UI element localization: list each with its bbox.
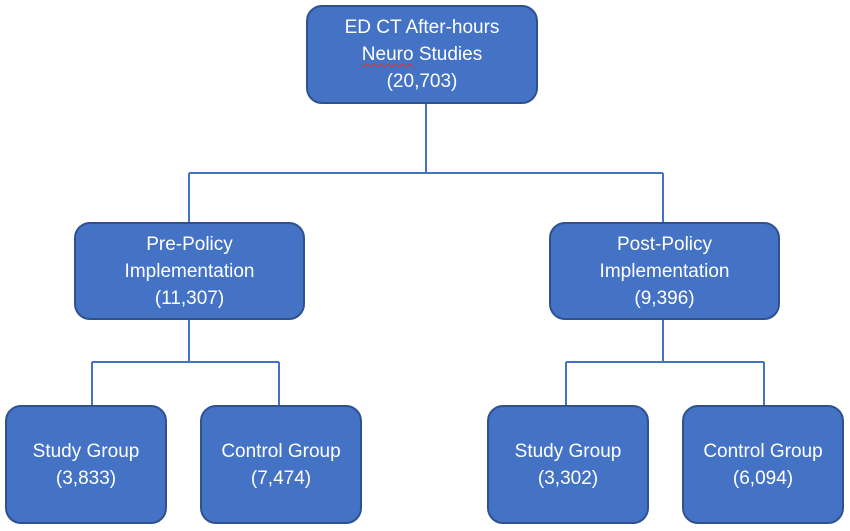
pre-study-group-node: Study Group (3,833) (5, 405, 167, 524)
pre-policy-count: (11,307) (154, 287, 225, 309)
post-policy-node: Post-Policy Implementation (9,396) (549, 222, 780, 320)
root-node: ED CT After-hours Neuro Studies (20,703) (306, 5, 538, 104)
root-node-word-neuro: Neuro (361, 44, 414, 65)
pre-control-group-node: Control Group (7,474) (200, 405, 362, 524)
pre-policy-line1: Pre-Policy (146, 233, 233, 255)
pre-study-group-label: Study Group (32, 440, 140, 462)
root-node-line2: Neuro Studies (362, 41, 482, 68)
post-control-group-count: (6,094) (732, 467, 794, 489)
post-control-group-label: Control Group (703, 440, 823, 462)
root-node-line1: ED CT After-hours (344, 17, 500, 38)
post-control-group-node: Control Group (6,094) (682, 405, 844, 524)
pre-policy-node: Pre-Policy Implementation (11,307) (74, 222, 305, 320)
root-node-word-studies: Studies (418, 44, 483, 65)
post-study-group-count: (3,302) (537, 467, 599, 489)
post-study-group-node: Study Group (3,302) (487, 405, 649, 524)
post-policy-line1: Post-Policy (616, 233, 713, 255)
post-policy-count: (9,396) (634, 287, 695, 309)
pre-study-group-count: (3,833) (55, 467, 117, 489)
root-node-count: (20,703) (386, 71, 458, 92)
pre-policy-line2: Implementation (124, 260, 255, 282)
pre-control-group-label: Control Group (221, 440, 341, 462)
pre-control-group-count: (7,474) (250, 467, 312, 489)
post-policy-line2: Implementation (599, 260, 730, 282)
post-study-group-label: Study Group (514, 440, 622, 462)
